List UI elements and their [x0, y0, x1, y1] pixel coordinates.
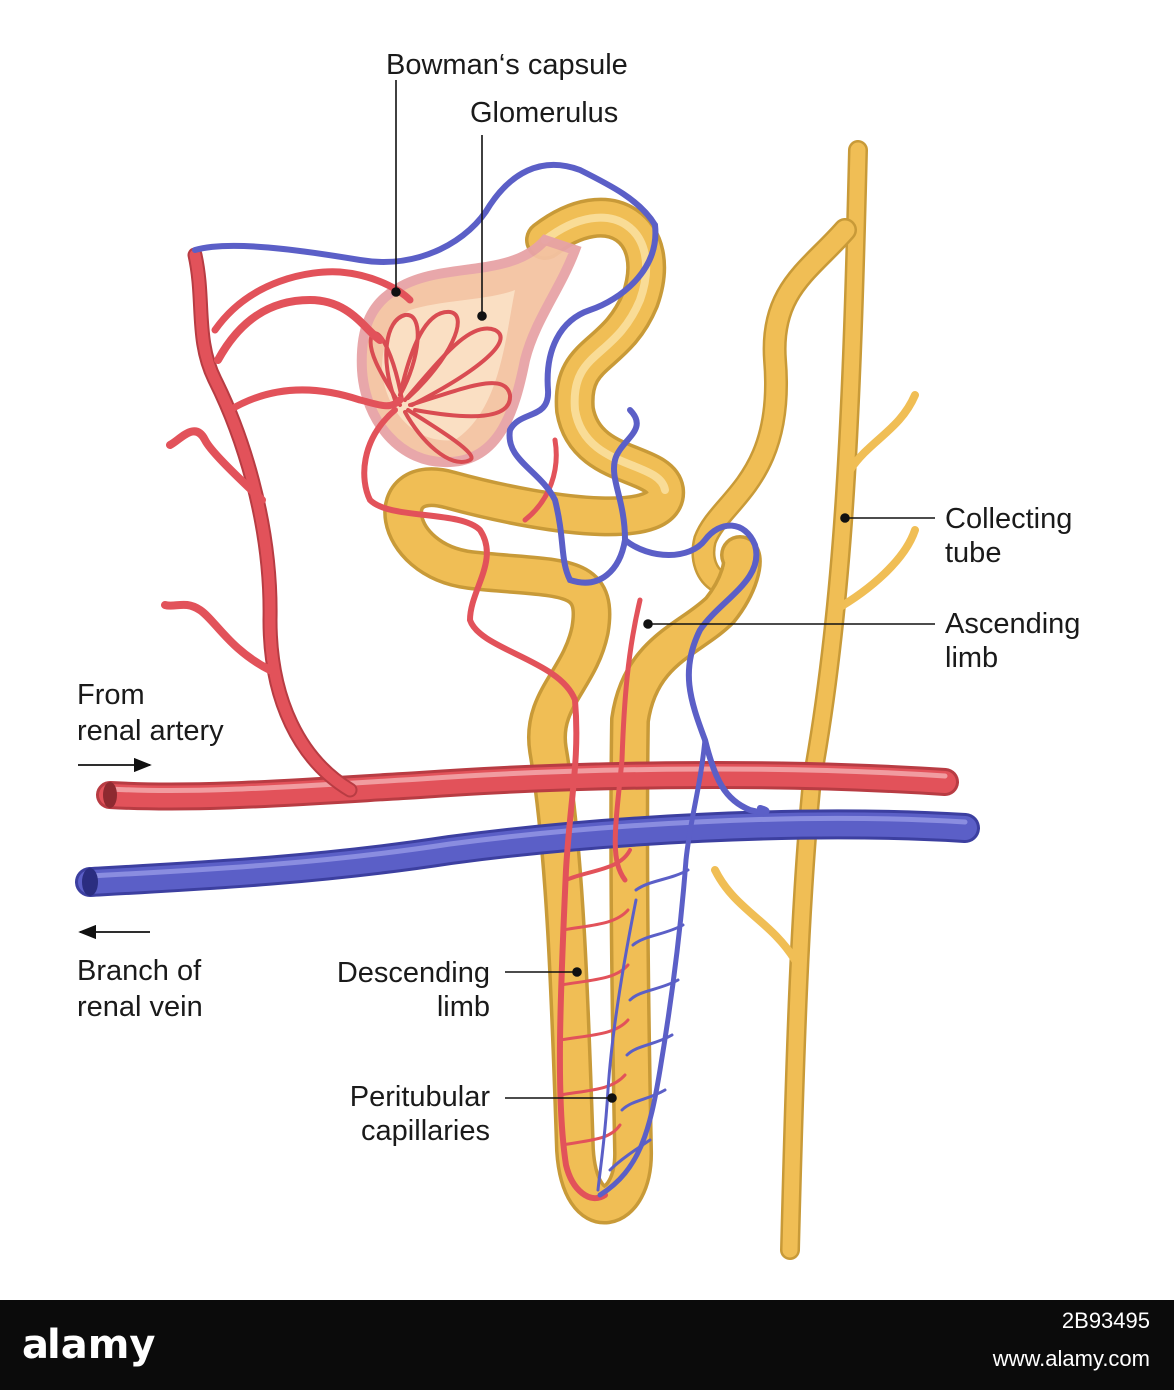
- glomerulus-shape: [368, 309, 513, 464]
- label-descending-limb-line1: Descending: [336, 957, 490, 989]
- label-glomerulus: Glomerulus: [470, 97, 619, 129]
- label-branch-renal-vein-line2: renal vein: [77, 991, 203, 1023]
- label-from-renal-artery-line1: From: [77, 679, 145, 711]
- collecting-tube: [691, 140, 919, 1260]
- svg-text:lamy: lamy: [47, 1322, 155, 1368]
- bowmans-capsule-shape: [356, 234, 582, 468]
- renal-artery-vessel: [96, 247, 959, 811]
- label-bowmans-capsule: Bowman‘s capsule: [386, 49, 628, 81]
- direction-arrows: [78, 757, 152, 940]
- nephron-illustration: [75, 80, 980, 1260]
- label-peritubular-line1: Peritubular: [349, 1081, 490, 1113]
- label-from-renal-artery-line2: renal artery: [77, 715, 224, 747]
- label-ascending-limb-line1: Ascending: [945, 608, 1081, 640]
- label-collecting-tube-line2: tube: [945, 537, 1002, 569]
- svg-text:a: a: [22, 1322, 49, 1368]
- nephron-diagram: Bowman‘s capsule Glomerulus Collecting t…: [75, 49, 1081, 1260]
- label-collecting-tube-line1: Collecting: [945, 503, 1073, 535]
- leader-lines: [391, 80, 935, 1103]
- efferent-arteriole: [361, 407, 643, 1202]
- label-descending-limb-line2: limb: [436, 991, 490, 1023]
- label-branch-renal-vein-line1: Branch of: [77, 955, 202, 987]
- alamy-logo: a lamy: [22, 1322, 155, 1368]
- label-peritubular-line2: capillaries: [361, 1115, 490, 1147]
- watermark-footer: a lamy 2B93495 www.alamy.com: [0, 1300, 1174, 1390]
- image-id: 2B93495: [1061, 1308, 1150, 1333]
- site-url[interactable]: www.alamy.com: [992, 1346, 1150, 1371]
- renal-vein-vessel: [75, 809, 980, 897]
- label-ascending-limb-line2: limb: [945, 642, 999, 674]
